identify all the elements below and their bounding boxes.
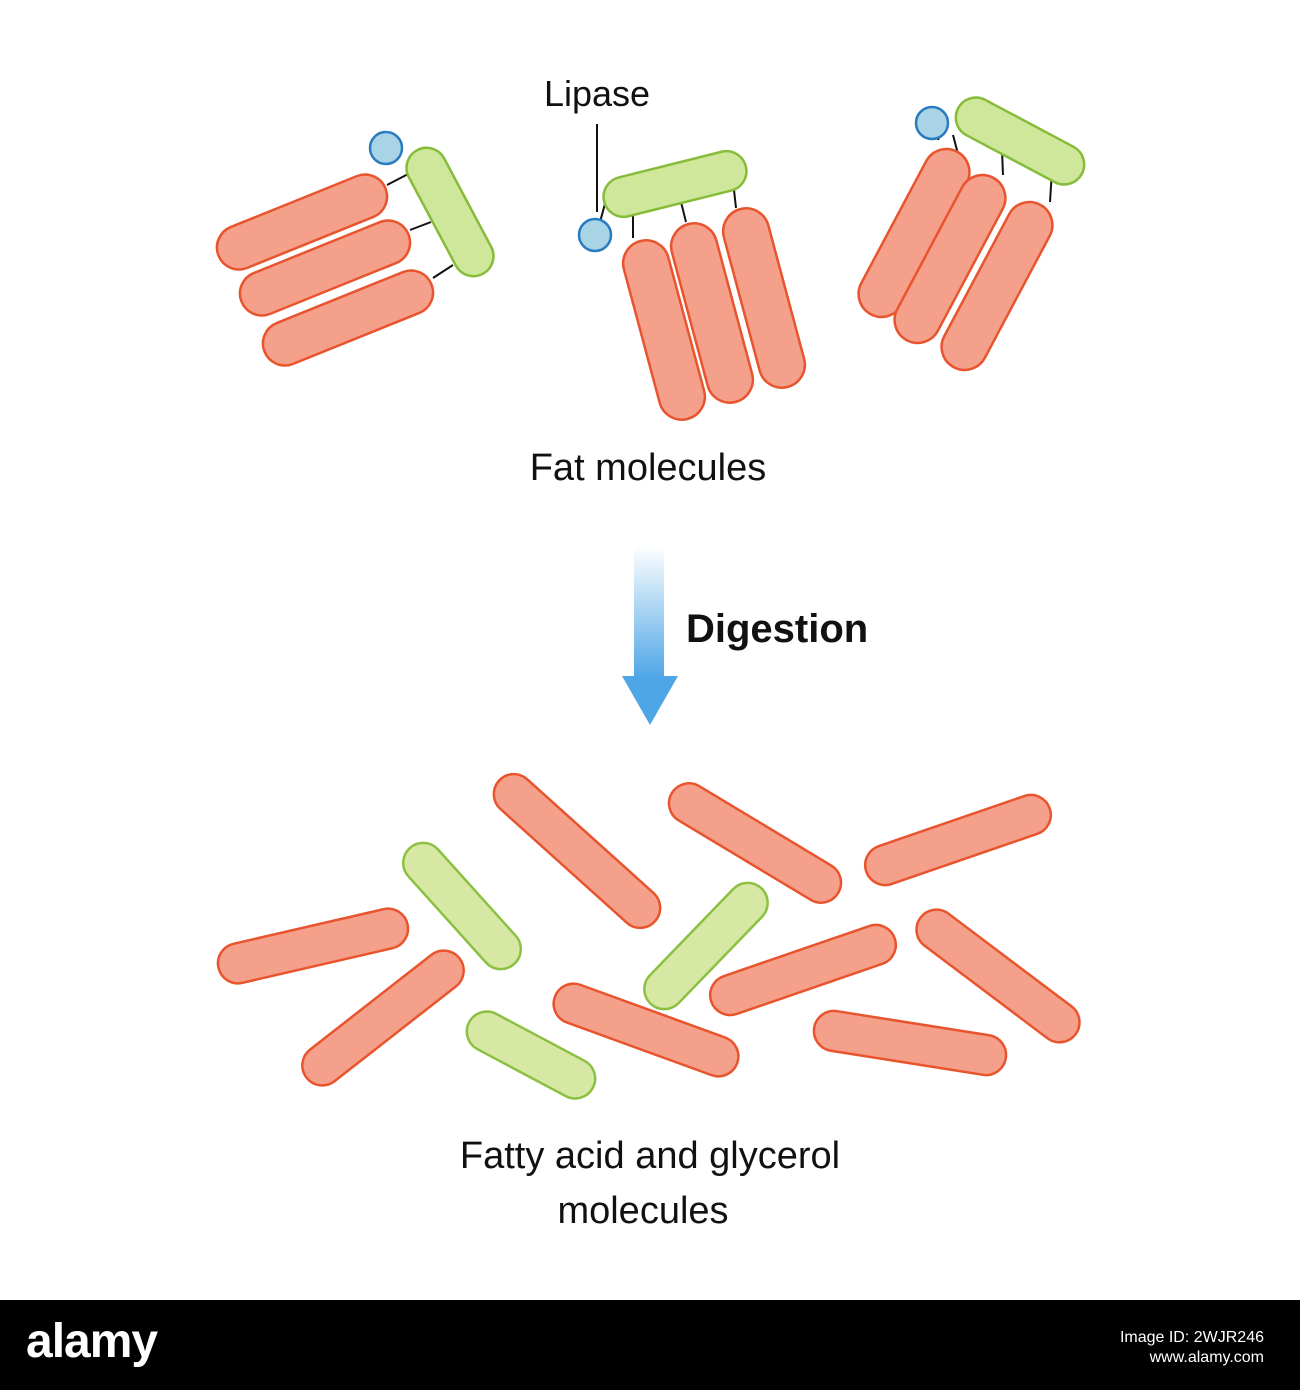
fatty-acid-chain: [621, 239, 707, 421]
free-glycerol: [643, 881, 769, 1011]
fat-molecule-3: [857, 96, 1086, 372]
glycerol-backbone: [602, 149, 748, 219]
free-fatty-acid: [863, 793, 1053, 887]
fat-molecules-label: Fat molecules: [530, 447, 767, 489]
free-fatty-acid: [667, 782, 843, 904]
fatty-acid-chain: [721, 207, 807, 389]
fat-molecule-2: [577, 124, 807, 421]
digestion-label: Digestion: [686, 607, 868, 651]
free-glycerol: [465, 1010, 597, 1100]
free-fatty-acid: [812, 1009, 1008, 1077]
products-label-line2: molecules: [557, 1190, 728, 1232]
free-glycerol: [401, 841, 523, 971]
free-fatty-acid: [216, 907, 410, 985]
brand-logo: alamy: [26, 1315, 158, 1368]
free-fatty-acid: [492, 772, 662, 930]
glycerol-backbone: [954, 96, 1086, 186]
lipase-label: Lipase: [544, 73, 650, 114]
fat-molecule-1: [215, 130, 495, 367]
fatty-acid-chain: [893, 173, 1007, 345]
free-fatty-acid: [301, 949, 465, 1087]
fatty-acid-chain: [669, 222, 755, 404]
image-credit: Image ID: 2WJR246 www.alamy.com: [1120, 1328, 1264, 1368]
free-fatty-acid: [915, 908, 1081, 1044]
free-fatty-acid: [552, 982, 740, 1078]
fatty-acid-chain: [261, 269, 435, 367]
free-fatty-acid: [708, 923, 898, 1017]
products-label-line1: Fatty acid and glycerol: [460, 1135, 840, 1177]
fatty-acid-chain: [940, 200, 1054, 372]
digestion-products: [216, 772, 1081, 1100]
image-id: Image ID: 2WJR246: [1119, 1329, 1264, 1346]
fatty-acid-chain: [238, 219, 412, 317]
digestion-arrow: [622, 546, 678, 725]
lipase-enzyme: [914, 105, 950, 141]
lipase-digestion-diagram: Lipase Fat molecules Digestion Fatty aci…: [215, 73, 1086, 1232]
glycerol-backbone: [405, 146, 495, 278]
lipase-enzyme: [577, 217, 613, 253]
footer-bar: alamy Image ID: 2WJR246 www.alamy.com: [0, 1300, 1300, 1390]
site-url: www.alamy.com: [1149, 1349, 1264, 1366]
fatty-acid-chain: [215, 173, 389, 271]
lipase-enzyme: [368, 130, 404, 166]
